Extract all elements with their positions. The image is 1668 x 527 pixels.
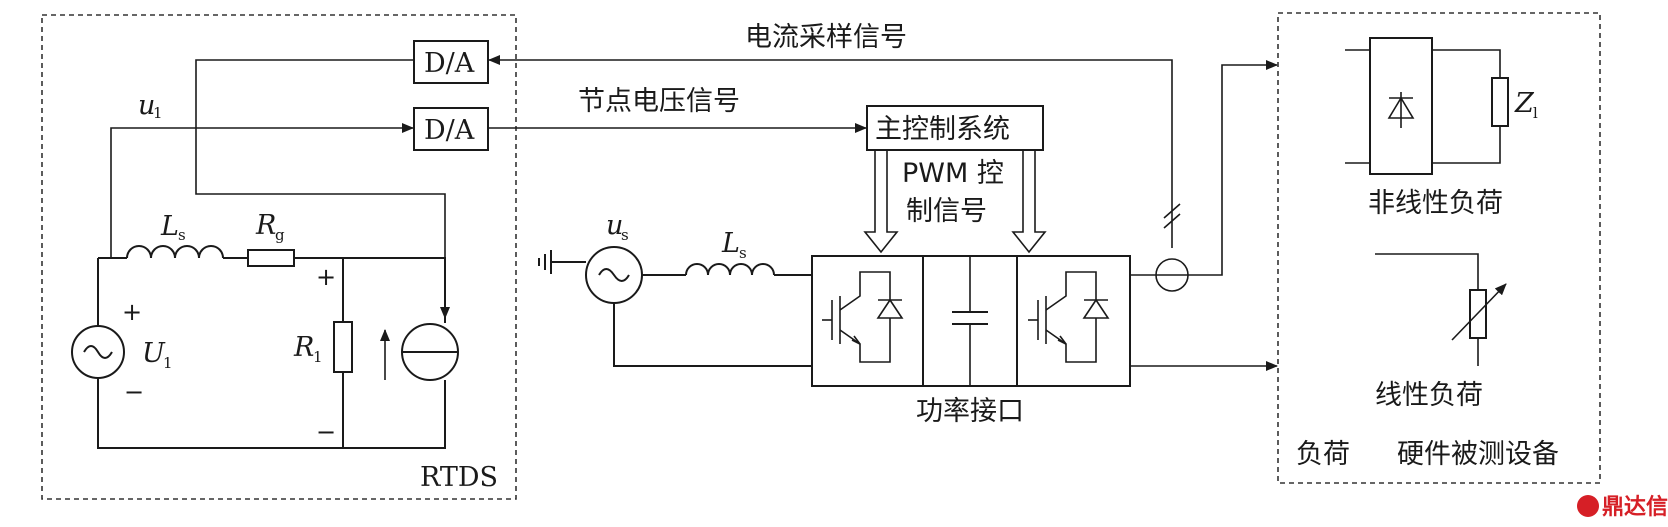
svg-text:鼎达信: 鼎达信 — [1602, 494, 1668, 520]
hardware-device-label: 硬件被测设备 — [1397, 439, 1559, 470]
minus-sign-u1: − — [124, 378, 144, 406]
load-label: 负荷 — [1296, 439, 1350, 470]
svg-text:主控制系统: 主控制系统 — [875, 114, 1010, 145]
pwm-label-line2: 制信号 — [906, 196, 987, 227]
bottom-rail — [97, 378, 446, 449]
inductor-ls-rtds — [126, 245, 224, 259]
svg-text:1: 1 — [153, 104, 163, 122]
ground-icon — [538, 250, 575, 274]
power-interface-box — [811, 255, 1131, 387]
svg-text:u: u — [606, 210, 623, 241]
svg-text:l: l — [1533, 104, 1538, 122]
pwm-arrow-left — [863, 150, 899, 254]
da-converter-top: D/A — [413, 40, 489, 84]
zl-label: Z l — [1514, 88, 1538, 122]
svg-text:U: U — [142, 338, 166, 369]
r1-label: R 1 — [293, 332, 323, 366]
watermark-logo: 鼎达信 — [1577, 494, 1668, 520]
power-interface-label: 功率接口 — [916, 396, 1024, 427]
voltage-source-u1 — [71, 325, 125, 379]
svg-text:L: L — [160, 211, 179, 242]
voltage-signal-label: 节点电压信号 — [578, 86, 740, 117]
igbt-cell-left — [822, 271, 904, 363]
u1-label: u 1 — [138, 90, 163, 122]
svg-text:1: 1 — [163, 354, 173, 372]
rtds-boundary — [41, 14, 517, 500]
u1-source-label: U 1 — [142, 338, 173, 372]
hardware-device-boundary — [1277, 12, 1601, 484]
svg-text:L: L — [721, 228, 740, 259]
svg-text:Z: Z — [1514, 88, 1535, 119]
voltage-source-us — [585, 246, 643, 304]
nonlinear-load-label: 非线性负荷 — [1368, 188, 1503, 219]
u1-signal-line — [110, 123, 414, 258]
impedance-zl — [1491, 77, 1509, 127]
rtds-label: RTDS — [420, 462, 498, 493]
svg-text:R: R — [255, 210, 276, 241]
plus-sign-r1: + — [316, 263, 336, 291]
output-line-top — [1130, 60, 1278, 276]
variable-resistor — [1375, 253, 1507, 366]
ls-label-rtds: L s — [160, 211, 186, 244]
svg-text:g: g — [275, 226, 285, 244]
us-label: u s — [606, 210, 629, 244]
svg-text:R: R — [293, 332, 314, 363]
resistor-rg — [247, 249, 295, 267]
current-signal-label: 电流采样信号 — [745, 22, 907, 53]
inductor-ls-source — [685, 263, 775, 276]
multi-phase-slash-icon — [1163, 203, 1181, 229]
pwm-label-line1: PWM 控 — [902, 158, 1004, 189]
controlled-current-source — [401, 323, 459, 381]
svg-text:D/A: D/A — [424, 48, 475, 79]
main-control-system-box: 主控制系统 — [866, 105, 1044, 151]
minus-sign-r1: − — [316, 418, 336, 446]
rectifier-bridge — [1345, 37, 1501, 175]
dc-capacitor — [952, 256, 988, 386]
da-converter-bottom: D/A — [413, 107, 489, 151]
source-return-wire — [613, 303, 812, 367]
svg-text:1: 1 — [313, 348, 323, 366]
svg-text:D/A: D/A — [424, 115, 475, 146]
svg-text:s: s — [739, 244, 747, 262]
linear-load-label: 线性负荷 — [1375, 380, 1483, 411]
ls-label-source: L s — [721, 228, 747, 262]
rg-label: R g — [255, 210, 285, 244]
resistor-r1 — [333, 321, 353, 373]
svg-text:s: s — [621, 226, 629, 244]
svg-text:u: u — [138, 90, 155, 121]
plus-sign-u1: + — [122, 298, 142, 326]
pwm-arrow-right — [1011, 150, 1047, 254]
da-to-current-source-line — [195, 59, 450, 319]
top-rail — [294, 257, 446, 323]
current-signal-line — [488, 55, 1173, 248]
igbt-cell-right — [1028, 271, 1110, 363]
svg-text:s: s — [178, 226, 186, 244]
